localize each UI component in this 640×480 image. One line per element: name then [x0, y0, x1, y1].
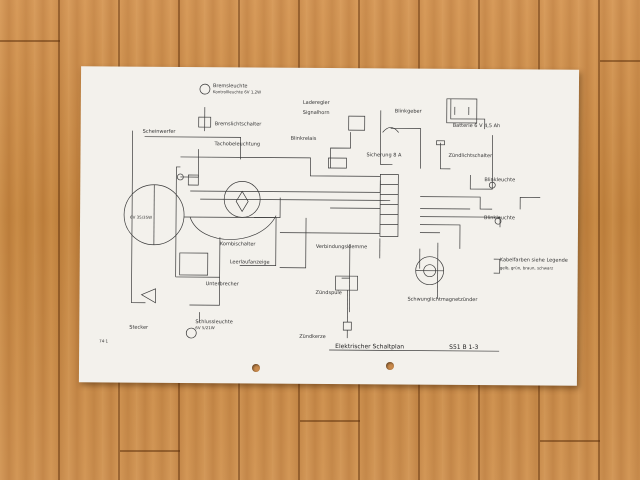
- diagram-model: S51 B 1-3: [449, 344, 478, 351]
- headlight-label: Scheinwerfer: [143, 129, 177, 135]
- flasher-label: Blinkgeber: [395, 108, 423, 114]
- wiring-diagram: Bremsleuchte Kontrollleuchte 6V 1,2W Bre…: [99, 83, 568, 352]
- neutral-switch-label: Leerlaufanzeige: [230, 259, 270, 265]
- ignition-coil-symbol: [335, 275, 359, 291]
- regulator-label: Laderegler: [303, 100, 331, 106]
- wiring-diagram-sheet: Bremsleuchte Kontrollleuchte 6V 1,2W Bre…: [78, 66, 580, 386]
- flasher-relay-label: Blinkrelais: [291, 136, 317, 142]
- ignition-switch-label: Zündlichtschalter: [448, 153, 493, 159]
- speedo-light-label: Tachobeleuchtung: [214, 141, 261, 147]
- punch-hole: [252, 364, 260, 372]
- brake-switch-label: Bremslichtschalter: [215, 121, 263, 127]
- spark-plug-label: Zündkerze: [299, 334, 326, 340]
- stop-light-spec-label: 6V 5/21W: [195, 325, 215, 330]
- battery-label: Batterie 6 V 4,5 Ah: [453, 123, 501, 129]
- rear-light-spec-label: Kontrollleuchte 6V 1,2W: [213, 89, 261, 94]
- stop-lamp-symbol: [185, 327, 197, 339]
- stop-light-label: Schlussleuchte: [195, 319, 232, 325]
- terminal-block-symbol: [379, 174, 399, 237]
- plank-joint: [600, 60, 640, 62]
- generator-label: Schwunglichtmagnetzünder: [407, 297, 478, 303]
- rear-light-label: Bremsleuchte: [213, 83, 248, 89]
- plank-joint: [0, 40, 60, 42]
- wire-legend-label: gelb, grün, braun, schwarz: [500, 265, 554, 270]
- note-code-label: 74·1: [99, 338, 108, 343]
- plank-joint: [120, 450, 180, 452]
- contact-breaker-label: Unterbrecher: [206, 281, 240, 287]
- rear-lamp-symbol: [199, 83, 211, 95]
- combi-switch-label: Kombischalter: [220, 241, 257, 247]
- diagram-title: Elektrischer Schaltplan: [335, 343, 404, 350]
- plug-label: Stecker: [129, 325, 149, 331]
- headlight-spec-label: 6V 35/35W: [130, 215, 152, 220]
- battery-symbol: [446, 98, 478, 124]
- horn-label: Signalhorn: [303, 110, 330, 116]
- plank-joint: [300, 420, 360, 422]
- fuse-label: Sicherung 8 A: [366, 152, 402, 158]
- turn-right-label: Blinkleuchte: [484, 177, 515, 183]
- ignition-coil-label: Zündspule: [316, 290, 342, 296]
- punch-hole: [386, 362, 394, 370]
- plank-joint: [540, 440, 600, 442]
- wire-colors-label: Kabelfarben siehe Legende: [500, 257, 568, 263]
- terminal-block-label: Verbindungsklemme: [316, 244, 367, 250]
- turn-left-label: Blinkleuchte: [484, 215, 515, 221]
